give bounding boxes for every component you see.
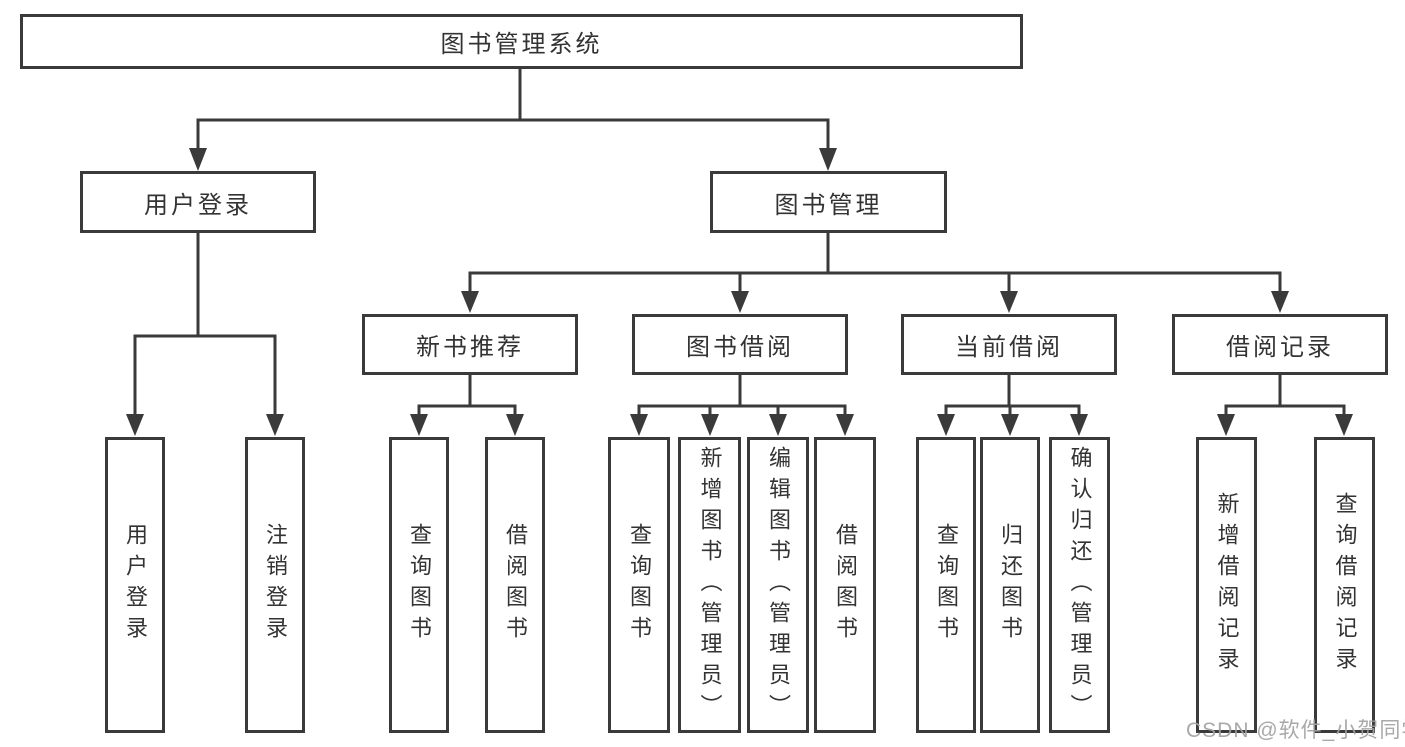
- leaf-records-add-record: 新增借阅记录: [1196, 437, 1257, 733]
- leaf-records-query-record-label: 查询借阅记录: [1332, 492, 1358, 678]
- connector-current-borrow: [944, 373, 1081, 416]
- arrow-leaf-bb-query: [630, 414, 648, 436]
- leaf-records-add-record-label: 新增借阅记录: [1214, 492, 1240, 678]
- node-new-book-recommend: 新书推荐: [362, 314, 578, 375]
- leaf-borrow-borrow-books-label: 借阅图书: [833, 523, 858, 647]
- connector-root: [196, 67, 830, 151]
- leaf-current-confirm-return-admin: 确认归还（管理员）: [1049, 437, 1110, 733]
- leaf-current-return-books-label: 归还图书: [998, 523, 1023, 647]
- node-book-borrow: 图书借阅: [632, 314, 848, 375]
- arrow-current-borrow: [1000, 291, 1018, 313]
- arrow-leaf-bb-add: [701, 414, 719, 436]
- leaf-borrow-query-books-label: 查询图书: [627, 523, 652, 647]
- node-library-system: 图书管理系统: [20, 14, 1023, 69]
- arrow-new-book-recommend: [461, 291, 479, 313]
- node-borrow-records: 借阅记录: [1172, 314, 1388, 375]
- arrow-leaf-bb-borrow: [836, 414, 854, 436]
- connector-book-borrow: [637, 373, 847, 416]
- node-user-login: 用户登录: [80, 171, 316, 233]
- arrow-leaf-login: [126, 414, 144, 436]
- arrow-leaf-cb-query: [937, 414, 955, 436]
- leaf-recommend-borrow-books: 借阅图书: [485, 437, 545, 733]
- leaf-records-query-record: 查询借阅记录: [1314, 437, 1375, 733]
- arrow-leaf-logout: [266, 414, 284, 436]
- leaf-borrow-borrow-books: 借阅图书: [814, 437, 876, 733]
- arrow-leaf-rec-borrow: [506, 414, 524, 436]
- connector-book-management: [468, 231, 1282, 293]
- leaf-current-confirm-return-admin-label: 确认归还（管理员）: [1067, 445, 1093, 725]
- leaf-recommend-query-books-label: 查询图书: [407, 523, 432, 647]
- leaf-borrow-add-books-admin-label: 新增图书（管理员）: [697, 445, 723, 725]
- arrow-leaf-cb-return: [1001, 414, 1019, 436]
- leaf-logout-label: 注销登录: [263, 523, 288, 647]
- leaf-borrow-edit-books-admin-label: 编辑图书（管理员）: [766, 445, 791, 725]
- arrow-leaf-br-query: [1335, 414, 1353, 436]
- node-current-borrow: 当前借阅: [901, 314, 1117, 375]
- leaf-current-return-books: 归还图书: [980, 437, 1040, 733]
- leaf-recommend-query-books: 查询图书: [389, 437, 449, 733]
- csdn-watermark: CSDN @软件_小贺同学: [1186, 719, 1405, 742]
- arrow-borrow-records: [1271, 291, 1289, 313]
- leaf-user-login: 用户登录: [105, 437, 165, 733]
- leaf-current-query-books: 查询图书: [916, 437, 976, 733]
- leaf-borrow-edit-books-admin: 编辑图书（管理员）: [747, 437, 809, 733]
- node-book-management: 图书管理: [710, 171, 947, 233]
- connector-user-login: [133, 231, 277, 416]
- arrow-book-management: [819, 148, 837, 171]
- arrow-user-login: [189, 148, 207, 171]
- connector-new-book-recommend: [417, 373, 517, 416]
- leaf-current-query-books-label: 查询图书: [934, 523, 959, 647]
- arrow-book-borrow: [731, 291, 749, 313]
- leaf-borrow-add-books-admin: 新增图书（管理员）: [678, 437, 741, 733]
- leaf-recommend-borrow-books-label: 借阅图书: [503, 523, 528, 647]
- connector-borrow-records: [1224, 373, 1346, 416]
- arrow-leaf-rec-query: [410, 414, 428, 436]
- leaf-user-login-label: 用户登录: [123, 523, 148, 647]
- arrow-leaf-br-add: [1217, 414, 1235, 436]
- arrow-leaf-cb-confirm: [1070, 414, 1088, 436]
- leaf-logout: 注销登录: [245, 437, 305, 733]
- arrow-leaf-bb-edit: [769, 414, 787, 436]
- leaf-borrow-query-books: 查询图书: [608, 437, 670, 733]
